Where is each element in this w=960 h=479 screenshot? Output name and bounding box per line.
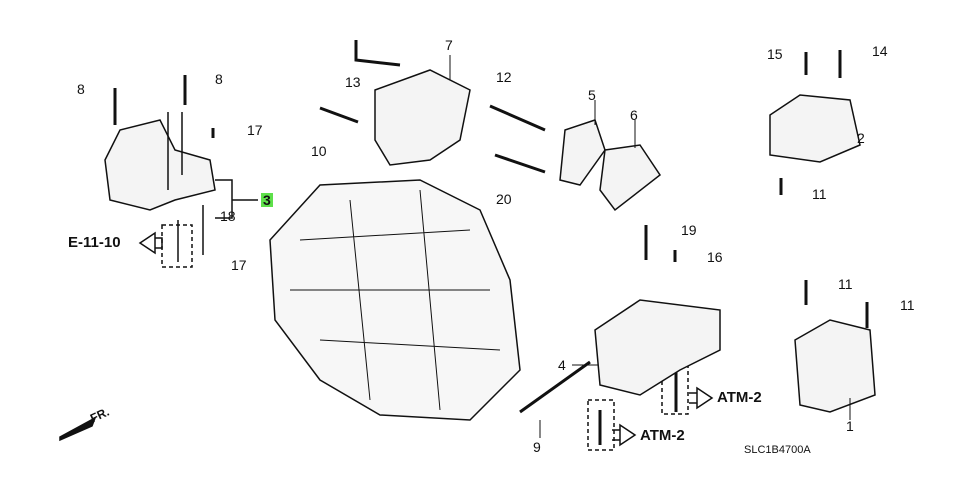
callout-15: 15 [767,46,783,62]
callout-1: 1 [846,418,854,434]
callout-8b: 8 [215,71,223,87]
mount-1 [794,319,876,413]
bracket-7 [374,69,471,166]
ref-atm-2-b[interactable]: ATM-2 [717,389,762,406]
callout-17a: 17 [247,122,263,138]
arrow-atm2-b [689,386,714,410]
callout-11a: 11 [812,186,827,202]
ref-e-11-10[interactable]: E-11-10 [68,234,121,251]
arrow-e1110 [138,231,163,255]
callout-11c: 11 [900,297,915,313]
callout-14: 14 [872,43,888,59]
bracket-5 [559,119,606,186]
callout-16: 16 [707,249,723,265]
callout-13: 13 [345,74,361,90]
callout-10: 10 [311,143,327,159]
callout-17b: 17 [231,257,247,273]
callout-8a: 8 [77,81,85,97]
ref-atm-2-a[interactable]: ATM-2 [640,427,685,444]
callout-12: 12 [496,69,512,85]
callout-18: 18 [220,208,236,224]
arrow-atm2-a [612,423,637,447]
callout-2: 2 [857,130,865,146]
front-arrow [59,416,97,442]
diagram-code: SLC1B4700A [744,444,811,456]
callout-3-highlighted[interactable]: 3 [261,192,273,208]
callout-11b: 11 [838,276,853,292]
callout-5: 5 [588,87,596,103]
mount-3 [104,119,216,211]
callout-6: 6 [630,107,638,123]
mount-4 [594,299,721,396]
callout-7: 7 [445,37,453,53]
bracket-6 [599,144,662,212]
mount-2 [769,94,861,163]
callout-9: 9 [533,439,541,455]
callout-4: 4 [558,357,566,373]
callout-20: 20 [496,191,512,207]
callout-19: 19 [681,222,697,238]
engine [269,179,521,421]
